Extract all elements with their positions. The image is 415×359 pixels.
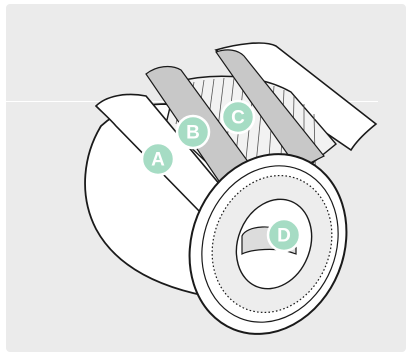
filter-cartridge-illustration: A B C D — [6, 4, 406, 352]
callout-B-label: B — [186, 123, 200, 144]
diagram-frame: A B C D — [6, 4, 406, 352]
callout-A: A — [142, 143, 174, 175]
callout-A-label: A — [151, 150, 165, 171]
callout-D-label: D — [277, 226, 291, 247]
callout-C: C — [222, 101, 254, 133]
callout-C-label: C — [231, 108, 245, 129]
callout-D: D — [268, 219, 300, 251]
callout-B: B — [177, 116, 209, 148]
